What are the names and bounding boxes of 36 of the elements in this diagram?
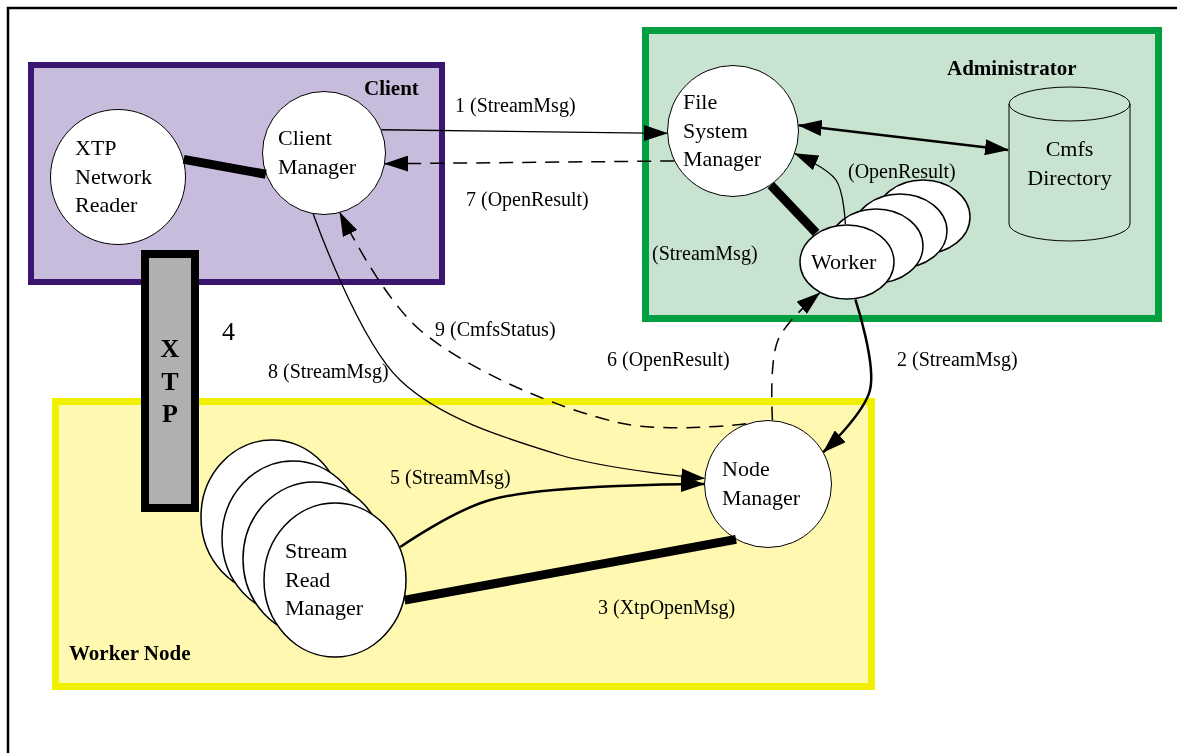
edge-label: 5 (StreamMsg) (390, 466, 511, 488)
group-title: Administrator (947, 56, 1077, 81)
connection-bar (141, 250, 199, 512)
group-panel (52, 398, 875, 690)
group-panel (642, 27, 1162, 322)
dashed-arrow (339, 212, 747, 429)
node-label: Node Manager (722, 455, 802, 512)
group-title: Worker Node (69, 641, 191, 666)
group-panel (28, 62, 445, 285)
node-label: XTP Network Reader (75, 134, 153, 220)
connector-line (182, 154, 267, 179)
edge-label: 2 (StreamMsg) (897, 348, 1018, 370)
bar-label: XTP (159, 333, 181, 430)
node-label: Client Manager (278, 124, 358, 181)
connector-line (403, 535, 737, 605)
arrow (794, 152, 846, 225)
arrow (380, 125, 669, 141)
node-label: File System Manager (683, 88, 763, 174)
dashed-arrow (771, 292, 821, 421)
edge-label: 7 (OpenResult) (466, 188, 589, 210)
arrow (399, 476, 705, 549)
dashed-arrow (384, 155, 675, 172)
node-label: Worker (811, 247, 878, 276)
edge-label: 6 (OpenResult) (607, 348, 730, 370)
group-title: Client (364, 76, 419, 101)
node-label: Cmfs Directory (1026, 135, 1113, 192)
edge-label: 3 (XtpOpenMsg) (598, 596, 736, 618)
arrow (797, 120, 1009, 156)
edge-label: 1 (StreamMsg) (455, 94, 576, 116)
edge-label: 9 (CmfsStatus) (435, 318, 556, 340)
connection-number: 4 (222, 318, 235, 347)
node-label: Stream Read Manager (285, 537, 365, 623)
edge-label: 8 (StreamMsg) (268, 360, 389, 382)
edge-label: (OpenResult) (848, 160, 956, 182)
connector-line (767, 181, 820, 236)
edge-label: (StreamMsg) (652, 242, 758, 264)
